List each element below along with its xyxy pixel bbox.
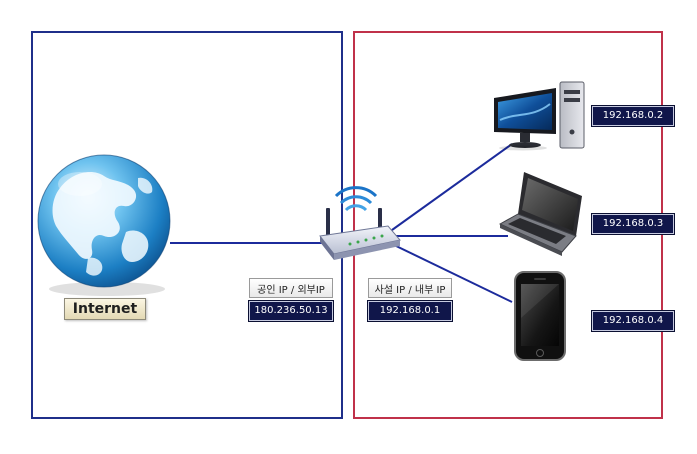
private-ip-caption: 사설 IP / 내부 IP [368, 278, 452, 298]
laptop-icon [498, 172, 582, 256]
internet-zone-frame [31, 31, 343, 419]
desktop-ip-label: 192.168.0.2 [592, 106, 674, 126]
internet-label: Internet [64, 298, 146, 320]
globe-icon [37, 154, 171, 296]
smartphone-icon [514, 271, 566, 361]
router-desktop-link [391, 143, 513, 231]
desktop-computer-icon [494, 81, 585, 151]
public-ip-value: 180.236.50.13 [249, 301, 333, 321]
public-ip-caption: 공인 IP / 외부IP [249, 278, 333, 298]
smartphone-ip-label: 192.168.0.4 [592, 311, 674, 331]
private-ip-value: 192.168.0.1 [368, 301, 452, 321]
laptop-ip-label: 192.168.0.3 [592, 214, 674, 234]
wireless-router-icon [319, 186, 401, 260]
router-phone-link [391, 243, 513, 303]
